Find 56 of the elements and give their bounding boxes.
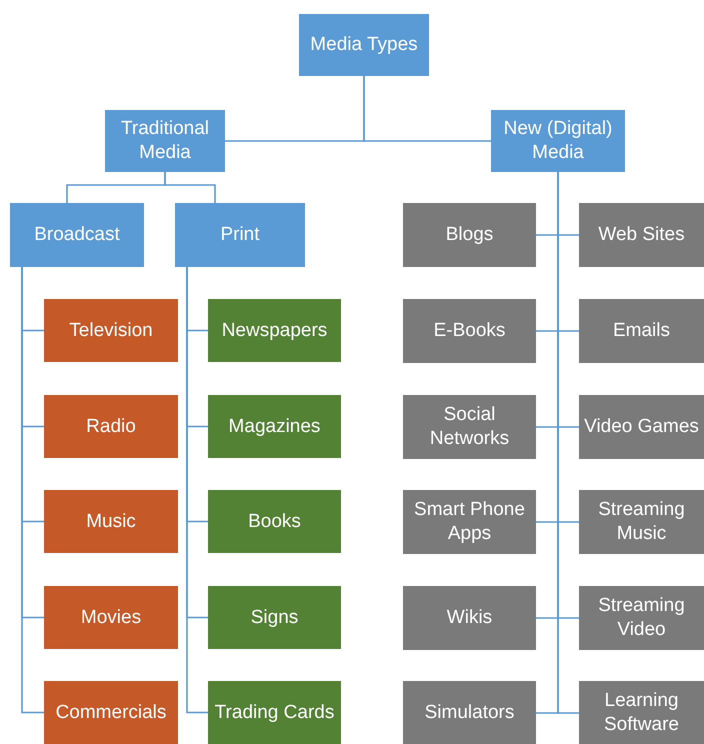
box-label: New (Digital) Media [502, 117, 614, 165]
category-box [44, 681, 178, 744]
category-box [44, 299, 178, 362]
category-box [208, 395, 341, 458]
category-box [579, 586, 704, 650]
box-label: Newspapers [222, 318, 328, 342]
box-label: Blogs [446, 223, 494, 247]
box-label: Wikis [446, 606, 492, 630]
box-label: Video Games [584, 415, 699, 439]
box-label: E-Books [434, 319, 506, 343]
category-box [44, 586, 178, 649]
box-label: Web Sites [598, 223, 685, 247]
connector-line [363, 76, 491, 142]
category-box [175, 203, 305, 267]
box-label: Smart Phone Apps [413, 498, 526, 546]
box-label: Streaming Music [597, 498, 686, 546]
box-label: Traditional Media [120, 117, 210, 165]
category-box [491, 110, 625, 172]
category-box [403, 586, 536, 650]
category-box [579, 299, 704, 363]
box-label: Books [248, 510, 301, 534]
category-box [579, 203, 704, 267]
box-label: Radio [86, 414, 136, 438]
box-label: Television [69, 318, 153, 342]
category-box [403, 203, 536, 267]
box-label: Learning Software [603, 689, 680, 737]
box-label: Print [220, 223, 260, 247]
box-label: Trading Cards [214, 700, 334, 724]
box-label: Social Networks [428, 403, 510, 451]
box-label: Commercials [56, 700, 166, 724]
category-box [579, 681, 704, 744]
category-box [403, 395, 536, 459]
category-box [579, 395, 704, 459]
box-label: Emails [612, 319, 670, 343]
category-box [105, 110, 225, 172]
box-label: Signs [250, 606, 298, 630]
category-box [208, 490, 341, 553]
category-box [208, 681, 341, 744]
category-box [403, 681, 536, 744]
category-box [44, 490, 178, 553]
category-box [403, 490, 536, 554]
box-label: Media Types [310, 33, 418, 57]
category-box [299, 14, 429, 76]
box-label: Music [86, 510, 136, 534]
category-box [10, 203, 144, 267]
box-label: Simulators [424, 701, 514, 725]
category-box [208, 586, 341, 649]
box-label: Broadcast [34, 223, 120, 247]
box-label: Movies [80, 606, 142, 630]
category-box [44, 395, 178, 458]
category-box [403, 299, 536, 363]
connector-line [164, 172, 216, 203]
category-box [579, 490, 704, 554]
box-label: Streaming Video [597, 594, 686, 642]
category-box [208, 299, 341, 362]
box-label: Magazines [228, 414, 320, 438]
